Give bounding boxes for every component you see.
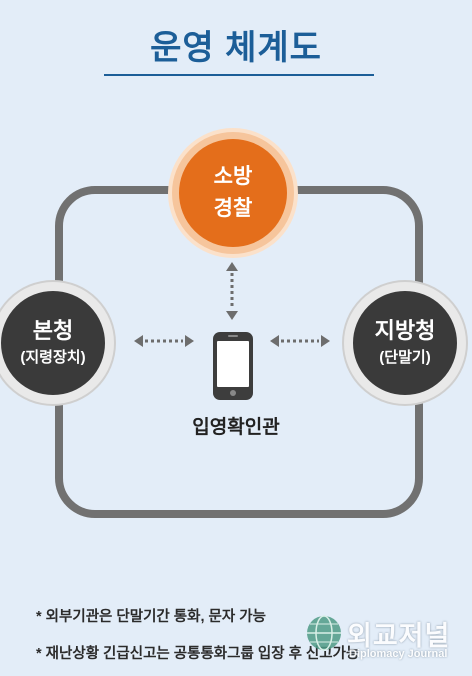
smartphone-icon [213,332,253,400]
vertical-double-arrow [226,262,238,320]
title-underline [104,74,374,76]
watermark-main-text: 외교저널 [347,621,451,651]
node-fire-police-line2: 경찰 [213,197,253,220]
node-fire-police: 소방 경찰 [172,132,294,254]
node-regional-office-subtitle: (단말기) [379,349,431,366]
node-fire-police-line1: 소방 [213,165,253,188]
node-headquarters-subtitle: (지령장치) [20,349,86,366]
note-emergency-report: * 재난상황 긴급신고는 공통통화그룹 입장 후 신고가능 [36,646,360,662]
right-double-arrow [270,335,330,347]
node-regional-office: 지방청 (단말기) [344,282,466,404]
node-regional-office-title: 지방청 [374,318,436,343]
node-headquarters-title: 본청 [32,318,74,343]
globe-emblem-icon [307,615,341,651]
page-title: 운영 체계도 [150,29,322,67]
node-headquarters: 본청 (지령장치) [0,282,114,404]
watermark-logo: 외교저널 Diplomacy Journal [305,612,465,668]
left-double-arrow [134,335,194,347]
watermark-sub-text: Diplomacy Journal [349,648,448,660]
note-external-agencies: * 외부기관은 단말기간 통화, 문자 가능 [36,609,266,625]
center-label: 입영확인관 [192,417,280,438]
